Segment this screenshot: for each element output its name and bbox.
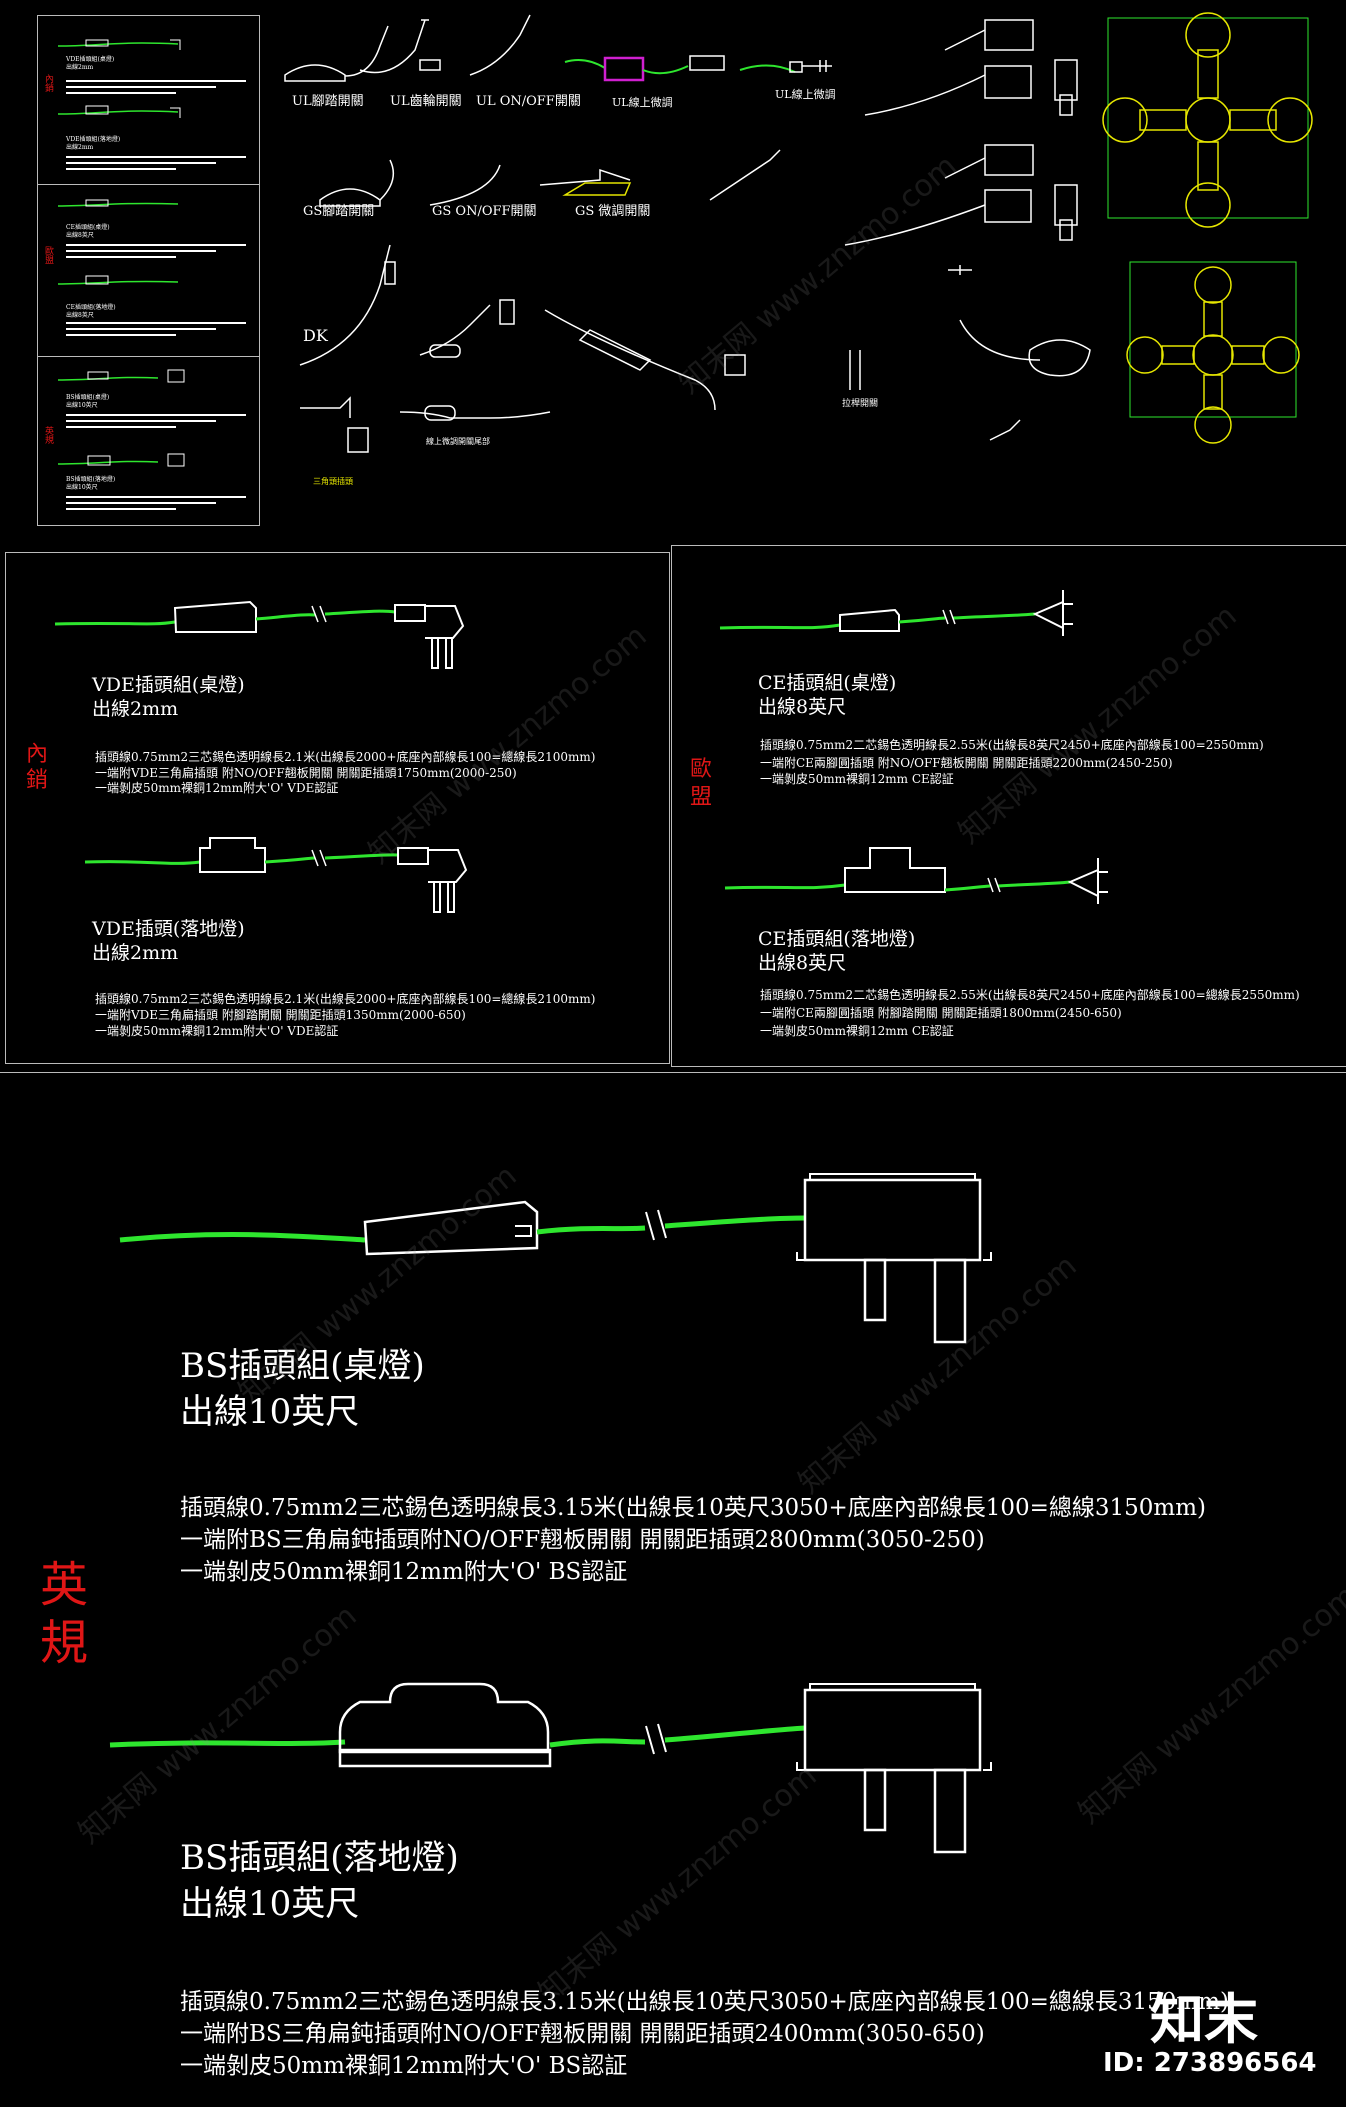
ce-note: 插頭線0.75mm2二芯錫色透明線長2.55米(出線長8英尺2450+底座內部線… [760,988,1300,1002]
bs-note: 一端剝皮50mm裸銅12mm附大'O' BS認証 [180,1559,628,1585]
vde-table-subtitle: 出線2mm [92,698,179,720]
bs-note: 插頭線0.75mm2三芯錫色透明線長3.15米(出線長10英尺3050+底座內部… [180,1989,1230,2015]
thumb-textline [66,250,216,252]
bs-panel [0,1072,1346,2107]
ce-note: 一端附CE兩腳圓插頭 附NO/OFF翹板開關 開關距插頭2200mm(2450-… [760,756,1173,770]
ce-table-subtitle: 出線8英尺 [758,696,847,718]
gs-label: GS腳踏開關 [303,204,375,219]
thumb-label: 出線10英尺 [66,402,98,409]
ul-label: UL線上微調 [775,88,836,101]
thumb-textline [66,86,216,88]
thumb-label: VDE插頭組(桌燈) [66,56,115,63]
thumb-label: 出線8英尺 [66,312,94,319]
vde-note: 一端附VDE三角扁插頭 附腳踏開關 開關距插頭1350mm(2000-650) [95,1008,466,1022]
pull-label: 拉桿開關 [842,399,879,409]
thumb-textline [66,426,176,428]
thumb-divider [38,184,259,185]
ce-tag: 歐盟 [690,757,713,810]
bs-floor-subtitle: 出線10英尺 [180,1884,360,1924]
thumb-label: BS插頭組(桌燈) [66,394,110,401]
ce-note: 插頭線0.75mm2二芯錫色透明線長2.55米(出線長8英尺2450+底座內部線… [760,738,1264,752]
bs-table-title: BS插頭組(桌燈) [180,1346,425,1386]
thumb-textline [66,92,176,94]
thumb-tag: 內銷 [43,74,53,92]
inline-label: 線上微調開關尾部 [426,437,490,446]
ce-note: 一端剝皮50mm裸銅12mm CE認証 [760,772,954,786]
vde-note: 插頭線0.75mm2三芯錫色透明線長2.1米(出線長2000+底座內部線長100… [95,992,596,1006]
symbol-library [284,12,1313,453]
vde-note: 一端剝皮50mm裸銅12mm附大'O' VDE認証 [95,781,339,795]
vde-table-title: VDE插頭組(桌燈) [92,674,245,696]
thumb-label: BS插頭組(落地燈) [66,476,116,483]
ce-note: 一端附CE兩腳圓插頭 附腳踏開關 開關距插頭1800mm(2450-650) [760,1006,1122,1020]
vde-tag: 內銷 [26,742,49,793]
thumbnail-panel: 內銷 VDE插頭組(桌燈) 出線2mm VDE插頭組(落地燈) 出線2mm 歐盟… [37,15,260,526]
gs-label: GS ON/OFF開關 [432,204,537,219]
ul-label: UL齒輪開關 [390,94,462,109]
thumb-label: CE插頭組(落地燈) [66,304,116,311]
thumb-textline [66,80,246,82]
thumb-textline [66,414,246,416]
bs-note: 一端附BS三角扁鈍插頭附NO/OFF翹板開關 開關距插頭2400mm(3050-… [180,2021,985,2047]
vde-note: 插頭線0.75mm2三芯錫色透明線長2.1米(出線長2000+底座內部線長100… [95,750,596,764]
thumb-textline [66,496,246,498]
thumb-textline [66,168,176,170]
thumb-textline [66,244,246,246]
ul-label: UL ON/OFF開關 [476,94,581,109]
ul-label: UL線上微調 [612,96,673,109]
thumb-label: 出線10英尺 [66,484,98,491]
vde-floor-title: VDE插頭(落地燈) [92,918,245,940]
bs-note: 插頭線0.75mm2三芯錫色透明線長3.15米(出線長10英尺3050+底座內部… [180,1495,1207,1521]
thumb-textline [66,328,216,330]
thumb-textline [66,156,246,158]
vde-floor-subtitle: 出線2mm [92,942,179,964]
bs-table-subtitle: 出線10英尺 [180,1392,360,1432]
thumb-sketch [57,39,185,467]
thumb-label: VDE插頭組(落地燈) [66,136,121,143]
thumb-label: 出線2mm [66,64,94,71]
bs-note: 一端剝皮50mm裸銅12mm附大'O' BS認証 [180,2053,628,2079]
ce-note: 一端剝皮50mm裸銅12mm CE認証 [760,1024,954,1038]
thumb-textline [66,256,176,258]
thumb-label: CE插頭組(桌燈) [66,224,110,231]
thumb-divider [38,356,259,357]
round-label: 三角頭插頭 [313,477,353,486]
ul-label: UL腳踏開關 [292,94,364,109]
thumb-tag: 歐盟 [43,246,53,264]
bs-tag: 英規 [40,1557,89,1671]
thumb-textline [66,322,246,324]
vde-note: 一端剝皮50mm裸銅12mm附大'O' VDE認証 [95,1024,339,1038]
ce-table-title: CE插頭組(桌燈) [758,672,897,694]
thumb-textline [66,502,216,504]
ce-floor-title: CE插頭組(落地燈) [758,928,916,950]
thumb-textline [66,162,216,164]
bs-note: 一端附BS三角扁鈍插頭附NO/OFF翹板開關 開關距插頭2800mm(3050-… [180,1527,985,1553]
vde-note: 一端附VDE三角扁插頭 附NO/OFF翹板開關 開關距插頭1750mm(2000… [95,766,517,780]
thumb-label: 出線2mm [66,144,94,151]
brand-logo: 知末 [1150,1988,1258,2051]
gs-label: GS 微調開關 [575,204,651,219]
brand-id: ID: 273896564 [1103,2048,1317,2078]
thumb-label: 出線8英尺 [66,232,94,239]
thumb-textline [66,334,176,336]
thumb-textline [66,508,176,510]
ce-floor-subtitle: 出線8英尺 [758,952,847,974]
thumb-tag: 英規 [43,426,53,444]
vde-panel [5,552,670,1064]
bs-floor-title: BS插頭組(落地燈) [180,1838,459,1878]
dk-label: DK [303,326,328,345]
thumb-textline [66,420,216,422]
ce-panel [671,545,1346,1067]
